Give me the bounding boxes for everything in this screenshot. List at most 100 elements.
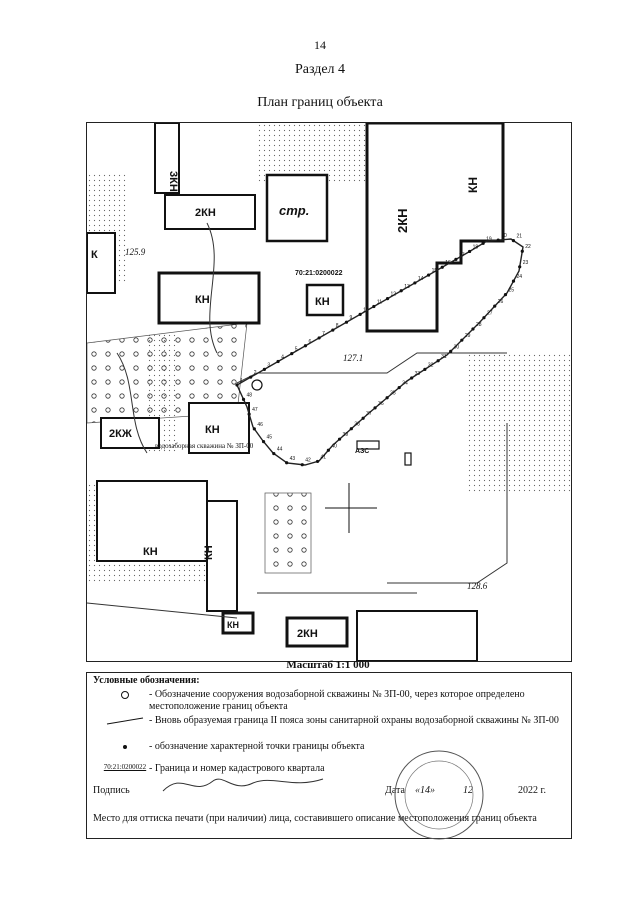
boundary-point-number: 43 xyxy=(290,456,296,462)
boundary-point-number: 19 xyxy=(486,236,492,242)
hatched-lot xyxy=(467,353,571,493)
boundary-point-number: 32 xyxy=(428,362,434,368)
date-year: 2022 г. xyxy=(518,785,546,796)
boundary-point-number: 28 xyxy=(476,322,482,328)
boundary-point xyxy=(290,352,294,356)
boundary-point-number: 5 xyxy=(295,347,298,353)
point-icon xyxy=(101,741,149,756)
boundary-point xyxy=(276,359,280,364)
legend-item-text: - Обозначение сооружения водозаборной ск… xyxy=(149,689,525,712)
legend-item-text: - обозначение характерной точки границы … xyxy=(149,741,365,752)
boundary-point-number: 10 xyxy=(363,307,369,313)
boundary-point xyxy=(349,427,353,431)
section-title: Раздел 4 xyxy=(294,62,346,77)
boundary-point-number: 46 xyxy=(257,422,263,428)
boundary-point-number: 2 xyxy=(254,370,257,376)
building-label: 2КН xyxy=(395,208,410,233)
crosshair xyxy=(325,483,377,533)
boundary-point-number: 37 xyxy=(366,411,372,417)
boundary-point-number: 12 xyxy=(391,292,397,298)
boundary-point xyxy=(385,396,389,400)
boundary-point xyxy=(252,427,256,431)
cadastral-block-label: 70:21:0200022 xyxy=(295,270,343,277)
building-label: КН xyxy=(205,424,220,436)
boundary-point-number: 45 xyxy=(267,435,273,441)
boundary-point-number: 41 xyxy=(321,454,327,460)
boundary-point-number: 17 xyxy=(459,252,465,258)
vegetation-area xyxy=(264,492,312,574)
gas-station-pump xyxy=(404,452,412,466)
boundary-point-number: 11 xyxy=(377,299,382,305)
boundary-point xyxy=(511,239,516,243)
elevation-label: 127.1 xyxy=(343,353,363,363)
boundary-point xyxy=(503,293,508,297)
boundary-point xyxy=(337,437,342,441)
boundary-line-icon xyxy=(101,715,149,730)
boundary-point xyxy=(518,265,522,269)
boundary-point-number: 21 xyxy=(516,234,522,240)
building-label: КН xyxy=(227,620,239,630)
page-number: 14 xyxy=(314,38,326,52)
building-labels: 3КН 2КН стр. КН КН КН 2КН КН 2КЖ КН КН К… xyxy=(91,171,480,640)
boundary-point-number: 6 xyxy=(308,339,311,345)
boundary-point xyxy=(471,327,475,331)
legend-item-text: - Граница и номер кадастрового квартала xyxy=(149,763,325,774)
boundary-point-number: 30 xyxy=(454,344,460,350)
boundary-point-number: 33 xyxy=(415,371,421,377)
boundary-point-number: 31 xyxy=(441,354,447,360)
boundary-point xyxy=(460,338,464,342)
boundary-point xyxy=(436,359,440,363)
building-label: 2КН xyxy=(195,207,216,219)
boundary-point-number: 7 xyxy=(322,331,325,337)
boundary-point xyxy=(482,316,486,320)
legend-item-text: - Вновь образуемая граница II пояса зоны… xyxy=(149,715,559,726)
building-label: К xyxy=(91,249,98,261)
boundary-point xyxy=(454,257,458,261)
cadastral-symbol: 70:21:0200022 xyxy=(103,763,147,771)
boundary-point xyxy=(373,406,377,410)
building-label: стр. xyxy=(279,203,309,218)
boundary-point xyxy=(440,265,444,269)
boundary-point-number: 42 xyxy=(305,458,311,464)
boundary-point-number: 29 xyxy=(465,333,471,339)
well-circle-icon xyxy=(251,379,263,391)
boundary-point xyxy=(249,375,253,379)
boundary-point-number: 14 xyxy=(418,276,424,282)
boundary-point xyxy=(511,279,516,283)
date-month: 12 xyxy=(463,785,473,796)
boundary-point xyxy=(300,463,304,467)
building-label: КН xyxy=(466,177,480,193)
boundary-point xyxy=(413,281,417,285)
building-label: КН xyxy=(315,296,330,308)
boundary-point xyxy=(423,367,427,371)
circle-icon xyxy=(101,689,149,704)
legend-title: Условные обозначения: xyxy=(93,675,200,686)
boundary-point-number: 44 xyxy=(277,447,283,453)
boundary-point xyxy=(493,304,497,308)
boundary-point-number: 1 xyxy=(240,378,243,384)
boundary-point-number: 22 xyxy=(525,244,531,250)
boundary-point-number: 20 xyxy=(501,233,507,239)
building-label: 3КН xyxy=(167,171,179,192)
seal-stamp xyxy=(394,750,484,840)
boundary-point xyxy=(449,349,453,353)
boundary-point-number: 36 xyxy=(378,401,384,407)
boundary-point xyxy=(235,383,239,387)
boundary-point-number: 25 xyxy=(508,288,514,294)
boundary-point xyxy=(272,451,276,456)
station-label: АЗС xyxy=(355,448,369,455)
boundary-point-number: 40 xyxy=(331,443,337,449)
map-scale: Масштаб 1:1 000 xyxy=(286,659,370,671)
elevation-label: 128.6 xyxy=(467,581,488,591)
sanitary-zone-boundary xyxy=(236,238,524,466)
boundary-point xyxy=(361,416,365,420)
building-label: КН xyxy=(195,294,210,306)
boundary-point-number: 35 xyxy=(390,391,396,397)
legend: Условные обозначения: - Обозначение соор… xyxy=(86,672,572,840)
boundary-point xyxy=(262,367,266,371)
boundary-point xyxy=(241,397,246,401)
stamp-note: Место для оттиска печати (при наличии) л… xyxy=(93,813,537,824)
